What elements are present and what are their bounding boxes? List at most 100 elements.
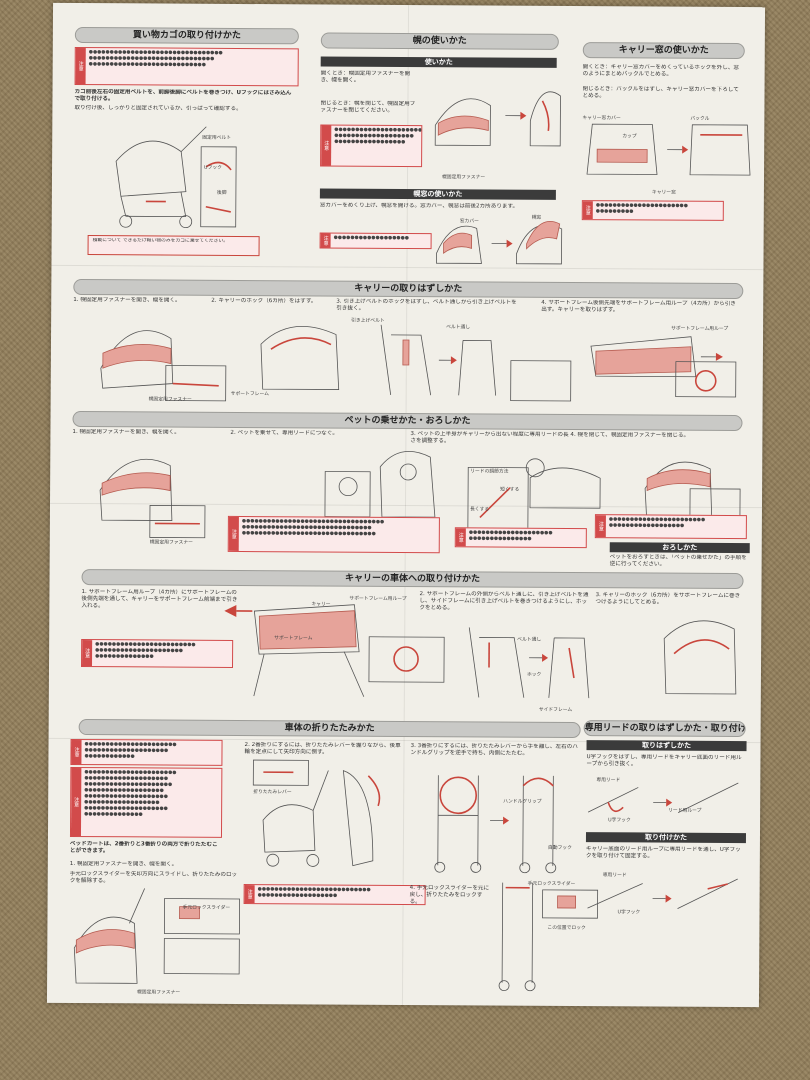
carrier-remove-step-1: 1. 幌固定用ファスナーを開き、幌を開く。 [73,296,181,304]
caution-label: 注意 [70,767,82,837]
pet-step-2: 2. ペットを乗せて、専用リードにつなぐ。 [230,429,338,437]
label-handle-grip: ハンドルグリップ [503,799,542,805]
caution-label: 注意 [75,47,86,85]
fold-step-4: 4. 手元ロックスライダーを元に戻し、折りたたみをロックする。 [409,885,490,906]
hood-caution-box: 注意 ●●●●●●●●●●●●●●●●●●●●●●●●●●●●●●●●●●●●●… [320,124,423,168]
leash-attach-illustration [587,878,738,910]
label-u-hook: Uフック [204,165,222,171]
caution-text: ●●●●●●●●●●●●●●●●●●●●●●●●●●●●●●●●●●● [468,530,553,542]
label-hood-zipper: 幌固定用ファスナー [149,540,193,546]
label-lengthen: 長くする [469,507,490,513]
caution-label: 注意 [244,885,255,904]
label-support-frame-loop: サポートフレーム用ループ [671,326,729,332]
pet-step-3: 3. ペットの上半身がキャリーから出ない程度に専用リードの長さを調整する。 [410,431,569,445]
label-hood-zipper: 幌固定用ファスナー [441,175,486,181]
label-lock-slider: 手元ロックスライダー [182,905,231,911]
sub-title-unload: おろしかた [609,542,750,554]
basket-note: 積載について できるだけ軽い物のみをカゴに乗せてください。 [92,238,229,244]
hood-close-text: 閉じるとき：幌を閉じて、幌固定用ファスナーを閉じてください。 [320,100,416,114]
label-belt-loop: ベルト通し [446,325,471,331]
basket-caution-box: 注意 ●●●●●●●●●●●●●●●●●●●●●●●●●●●●●●●●●●●●●… [74,46,299,87]
caution-label: 注意 [320,233,331,248]
pet-step-4: 4. 幌を閉じて、幌固定用ファスナーを閉じる。 [570,432,690,439]
pet-step-1: 1. 幌固定用ファスナーを開き、幌を開く。 [72,428,180,436]
pet-caution-box-2: 注意 ●●●●●●●●●●●●●●●●●●●●●●●●●●●●●●●●●●● [454,527,587,549]
carrier-remove-step-3: 3. 引き上げベルトのホックをはずし、ベルト通しから引き上げベルトを引き抜く。 [336,298,517,312]
caution-label: 注意 [582,201,593,220]
fold-step-1: 1. 幌固定用ファスナーを開き、幌を開く。 [69,860,178,868]
hood-open-text: 開くとき：幌固定用ファスナーを開き、幌を開く。 [320,70,411,84]
leash-remove-illustration [587,782,739,814]
label-hook: ホック [526,672,542,678]
carrier-remove-step-4: 4. サポートフレーム後側先端をサポートフレーム用ループ（4カ所）から引き出す。… [541,299,736,314]
hood-window-text: 窓カバーをめくり上げ、幌窓を開ける。窓カバー、幌窓は前後2カ所あります。 [319,202,519,210]
label-buckle: バックル [690,116,710,122]
carrier-window-close: 閉じるとき：バックルをはずし、キャリー窓カバーを下ろしてとめる。 [582,86,739,100]
label-hood-zipper: 幌固定用ファスナー [148,397,192,403]
fold-note: ベッドカートは、2番折りと3番折りの両方で折りたたむことができます。 [69,840,218,855]
caution-label: 注意 [455,528,466,547]
section-title-carrier-remove: キャリーの取りはずしかた [73,278,744,300]
fold-step1-illustration [73,888,240,984]
section-title-fold: 車体の折りたたみかた [78,719,581,739]
section-title-basket: 買い物カゴの取り付けかた [74,26,299,45]
label-leash-loop: リード用ループ [668,808,702,814]
label-belt-loop: ベルト通し [517,637,542,643]
pet-illustrations [99,450,741,539]
label-rear-leg: 後脚 [216,190,227,196]
fold-step2-illustration [252,759,381,867]
fold-step-1b: 手元ロックスライダーを矢印方向にスライドし、折りたたみのロックを解除する。 [69,870,238,885]
caution-text: ●●●●●●●●●●●●●●●●●●●●●●●●●●●●●●●●●●●●●●●●… [84,742,177,760]
sub-title-usage: 使いかた [320,56,557,68]
leash-remove-text: U字フックをはずし、専用リードをキャリー底面のリード用ループから引き抜く。 [586,754,742,768]
label-cup: カップ [622,134,637,140]
attach-caution-box: 注意 ●●●●●●●●●●●●●●●●●●●●●●●●●●●●●●●●●●●●●… [81,639,234,668]
stroller-basket-illustration [115,126,237,229]
basket-step-2: 取り付け後、しっかりと固定されているか、引っぱって確認する。 [74,104,242,112]
label-support-frame: サポートフレーム [274,636,313,642]
instruction-sheet: 買い物カゴの取り付けかた 注意 ●●●●●●●●●●●●●●●●●●●●●●●●… [46,2,766,1008]
label-carrier-window: キャリー窓 [651,190,676,196]
label-lock-slider: 手元ロックスライダー [527,881,576,888]
fold-caution-box-1: 注意 ●●●●●●●●●●●●●●●●●●●●●●●●●●●●●●●●●●●●●… [70,738,223,766]
basket-note-box: 積載について できるだけ軽い物のみをカゴに乗せてください。 [87,235,260,257]
label-shorten: 短くする [500,487,520,493]
hood-window-illustration [436,220,563,265]
caution-text: ●●●●●●●●●●●●●●●●●●●●●●●●●●●●●●●●●●●●●●●●… [334,127,423,145]
sub-title-leash-remove: 取りはずしかた [586,740,747,752]
section-title-hood: 幌の使いかた [320,32,559,50]
caution-text: ●●●●●●●●●●●●●●●●●●●●●●●●●●●●●●●●●●●●●●●●… [257,887,371,899]
sub-title-hood-window: 幌窓の使いかた [319,188,556,200]
label-support-frame: サポートフレーム [230,391,269,398]
caution-text: ●●●●●●●●●●●●●●●●●●●●●●●●●●●●●●●●●●●●●●●●… [88,50,223,68]
label-lock-position: この位置でロック [547,925,586,932]
label-u-hook: U字フック [617,910,641,916]
carrier-window-caution: 注意 ●●●●●●●●●●●●●●●●●●●●●●●●●●●●●●● [581,200,724,221]
label-u-hook: U字フック [608,818,631,824]
label-lift-belt: 引き上げベルト [351,318,385,324]
caution-label: 注意 [71,739,82,765]
caution-text: ●●●●●●●●●●●●●●●●●● [333,235,409,242]
label-fixing-belt: 固定用ベルト [202,135,232,141]
label-leash-adjust: リードの調節方法 [470,469,509,475]
label-leash: 専用リード [596,778,621,784]
section-title-carrier-window: キャリー窓の使いかた [582,42,745,60]
hood-window-caution: 注意 ●●●●●●●●●●●●●●●●●● [319,232,432,250]
basket-step-1: カゴ前後左右の固定用ベルトを、前脚後脚にベルトを巻きつけ、Uフックにはさみ込んで… [74,88,292,103]
label-auto-hook: 自動フック [547,845,572,852]
fold-step-3: 3. 3番折りにするには、折りたたみレバーから手を離し、左右のハンドルグリップを… [410,743,578,757]
label-side-frame: サイドフレーム [538,707,573,714]
pet-unload-text: ペットをおろすときは、「ペットの乗せかた」の手順を逆に行ってください。 [609,554,747,568]
sub-title-leash-attach: 取り付けかた [585,832,747,844]
pet-caution-box-1: 注意 ●●●●●●●●●●●●●●●●●●●●●●●●●●●●●●●●●●●●●… [227,515,440,554]
label-carrier-window-cover: キャリー窓カバー [582,116,621,122]
fold-step-2: 2. 2番折りにするには、折りたたみレバーを握りながら、後車輪を定点にして矢印方… [244,742,401,756]
caution-text: ●●●●●●●●●●●●●●●●●●●●●●●●●●●●●●●●●●●●●●●●… [84,770,177,818]
caution-label: 注意 [228,516,239,551]
label-fold-lever: 折りたたみレバー [253,790,292,796]
section-title-pet: ペットの乗せかた・おろしかた [72,410,743,432]
carrier-window-illustration [586,123,751,176]
fold-step4-illustration [498,882,599,992]
caution-text: ●●●●●●●●●●●●●●●●●●●●●●●●●●●●●●●●●●●●●●●●… [608,517,706,529]
label-support-frame-loop: サポートフレーム用ループ [349,596,407,603]
